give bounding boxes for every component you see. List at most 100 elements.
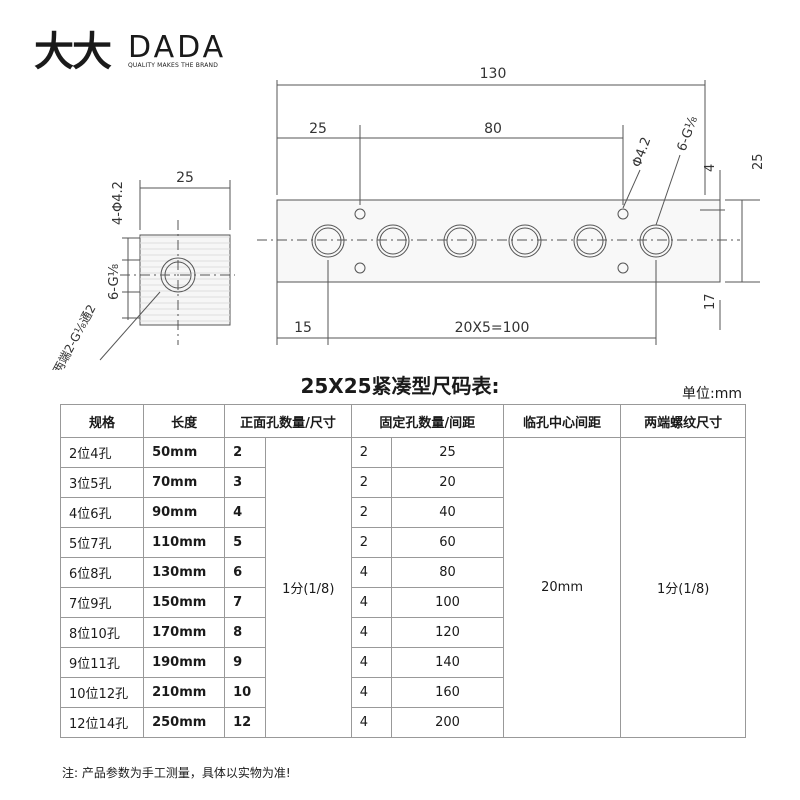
logo-name: DADA — [128, 30, 227, 65]
cell-front-count: 9 — [224, 647, 266, 678]
cell-length: 110mm — [143, 527, 226, 558]
cell-front-size: 1分(1/8) — [264, 437, 352, 738]
cell-length: 170mm — [143, 617, 226, 648]
dim-side-width: 25 — [176, 170, 194, 186]
cell-spec: 10位12孔 — [59, 677, 145, 708]
dim-small-right: 4 — [703, 164, 718, 172]
table-row: 8位10孔 170mm 8 4 120 — [59, 617, 746, 648]
cell-spec: 12位14孔 — [59, 707, 145, 738]
dim-thread-top: 6-G⅛ — [675, 114, 702, 153]
cell-fix-spacing: 40 — [391, 497, 504, 528]
cell-fix-spacing: 80 — [391, 557, 504, 588]
dim-side-hole: 4-Φ4.2 — [111, 181, 126, 225]
table-row: 5位7孔 110mm 5 2 60 — [59, 527, 746, 558]
cell-length: 250mm — [143, 707, 226, 738]
front-hole-2 — [376, 224, 410, 258]
technical-drawing: 130 25 80 Φ4.2 6-G⅛ 4 25 17 15 20X5=100 … — [50, 66, 766, 370]
size-chart-table: 规格 长度 正面孔数量/尺寸 固定孔数量/间距 临孔中心间距 两端螺纹尺寸 2位… — [59, 404, 746, 738]
brand-logo: 大大 DADA QUALITY MAKES THE BRAND — [34, 30, 234, 74]
cell-end-thread: 1分(1/8) — [620, 437, 746, 738]
dim-bottom-right: 17 — [703, 293, 718, 310]
cell-fix-count: 4 — [350, 617, 393, 648]
cell-length: 50mm — [143, 437, 226, 468]
cell-spec: 4位6孔 — [59, 497, 145, 528]
cell-fix-spacing: 100 — [391, 587, 504, 618]
fix-hole-3 — [617, 208, 629, 220]
dim-pitch: 20X5=100 — [455, 320, 530, 336]
fix-hole-4 — [617, 262, 629, 274]
cell-spec: 8位10孔 — [59, 617, 145, 648]
dim-end-offset-top: 25 — [309, 121, 327, 137]
cell-fix-count: 4 — [350, 647, 393, 678]
header-length: 长度 — [143, 404, 226, 438]
header-spec: 规格 — [59, 404, 145, 438]
table-row: 7位9孔 150mm 7 4 100 — [59, 587, 746, 618]
fix-hole-2 — [354, 262, 366, 274]
cell-spec: 3位5孔 — [59, 467, 145, 498]
front-hole-5 — [573, 224, 607, 258]
table-header-row: 规格 长度 正面孔数量/尺寸 固定孔数量/间距 临孔中心间距 两端螺纹尺寸 — [59, 404, 746, 438]
cell-fix-spacing: 140 — [391, 647, 504, 678]
front-hole-3 — [443, 224, 477, 258]
cell-spec: 6位8孔 — [59, 557, 145, 588]
cell-fix-count: 2 — [350, 467, 393, 498]
front-hole-4 — [508, 224, 542, 258]
cell-center-spacing: 20mm — [502, 437, 622, 738]
dim-fix-hole: Φ4.2 — [630, 135, 655, 169]
cell-front-count: 5 — [224, 527, 266, 558]
cell-fix-count: 4 — [350, 707, 393, 738]
dim-side-thread: 6-G⅛ — [107, 263, 122, 300]
front-view-bar — [276, 199, 721, 283]
header-fix-holes: 固定孔数量/间距 — [350, 404, 504, 438]
dim-overall-length: 130 — [480, 66, 507, 82]
front-hole-1 — [311, 224, 345, 258]
size-chart-title: 25X25紧凑型尺码表: — [300, 374, 500, 398]
cell-spec: 2位4孔 — [59, 437, 145, 468]
cell-length: 130mm — [143, 557, 226, 588]
table-row: 4位6孔 90mm 4 2 40 — [59, 497, 746, 528]
cell-fix-count: 4 — [350, 587, 393, 618]
cell-front-count: 10 — [224, 677, 266, 708]
cell-front-count: 2 — [224, 437, 266, 468]
cell-spec: 7位9孔 — [59, 587, 145, 618]
cell-fix-spacing: 20 — [391, 467, 504, 498]
cell-fix-count: 2 — [350, 497, 393, 528]
cell-length: 90mm — [143, 497, 226, 528]
dim-height-right: 25 — [751, 153, 766, 170]
logo-mark: 大大 — [34, 29, 112, 75]
cell-front-count: 12 — [224, 707, 266, 738]
cell-length: 70mm — [143, 467, 226, 498]
cell-front-count: 7 — [224, 587, 266, 618]
cell-fix-spacing: 200 — [391, 707, 504, 738]
cell-fix-count: 2 — [350, 527, 393, 558]
header-center-spacing: 临孔中心间距 — [502, 404, 622, 438]
cell-front-count: 6 — [224, 557, 266, 588]
cell-fix-count: 4 — [350, 557, 393, 588]
cell-fix-spacing: 25 — [391, 437, 504, 468]
table-row: 3位5孔 70mm 3 2 20 — [59, 467, 746, 498]
cell-length: 210mm — [143, 677, 226, 708]
cell-front-count: 3 — [224, 467, 266, 498]
header-front-holes: 正面孔数量/尺寸 — [224, 404, 352, 438]
cell-front-count: 4 — [224, 497, 266, 528]
cell-fix-count: 2 — [350, 437, 393, 468]
cell-spec: 9位11孔 — [59, 647, 145, 678]
header-end-thread: 两端螺纹尺寸 — [620, 404, 746, 438]
footnote: 注: 产品参数为手工测量，具体以实物为准! — [62, 766, 291, 780]
cell-fix-spacing: 120 — [391, 617, 504, 648]
dim-span-top: 80 — [484, 121, 502, 137]
cell-front-count: 8 — [224, 617, 266, 648]
dim-end-offset-bottom: 15 — [294, 320, 312, 336]
cell-fix-spacing: 60 — [391, 527, 504, 558]
cell-fix-count: 4 — [350, 677, 393, 708]
cell-spec: 5位7孔 — [59, 527, 145, 558]
fix-hole-1 — [354, 208, 366, 220]
table-row: 2位4孔 50mm 2 1分(1/8) 2 25 20mm 1分(1/8) — [59, 437, 746, 738]
cell-fix-spacing: 160 — [391, 677, 504, 708]
table-row: 12位14孔 250mm 12 4 200 — [59, 707, 746, 738]
dim-side-ends: 两端2-G⅛通2 — [50, 302, 98, 370]
cell-length: 190mm — [143, 647, 226, 678]
cell-length: 150mm — [143, 587, 226, 618]
logo-tagline: QUALITY MAKES THE BRAND — [128, 62, 219, 69]
unit-label: 单位:mm — [682, 386, 742, 402]
